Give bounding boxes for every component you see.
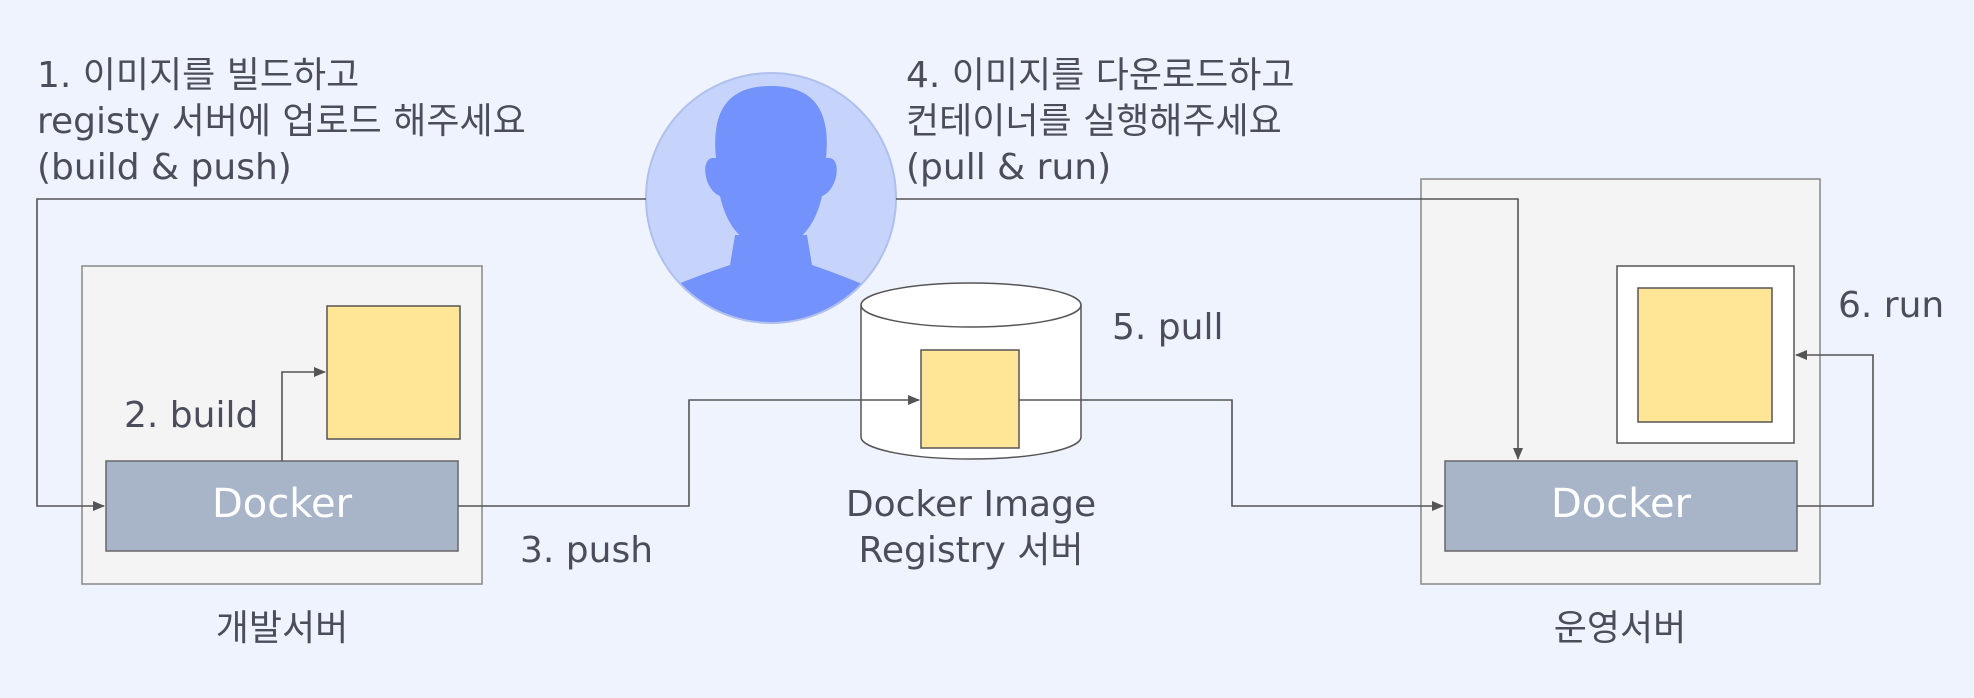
connector-build [281, 367, 326, 461]
registry-cylinder-top [860, 282, 1082, 328]
registry-caption: Docker Image Registry 서버 [845, 484, 1097, 572]
connector-pull [1019, 399, 1444, 511]
instruction-step-4: 4. 이미지를 다운로드하고 컨테이너를 실행해주세요 (pull & run) [906, 55, 1295, 189]
step-pull-label: 5. pull [1112, 307, 1224, 348]
user-avatar-icon [645, 72, 897, 324]
step-run-label: 6. run [1838, 285, 1945, 326]
connector-user-to-dev [36, 198, 646, 511]
connector-push [458, 395, 920, 507]
prod-image-square [1637, 287, 1773, 423]
registry-image-square [920, 349, 1020, 449]
prod-server-caption: 운영서버 [1553, 608, 1687, 649]
dev-server-caption: 개발서버 [215, 608, 349, 649]
dev-docker-label: Docker [211, 481, 353, 527]
step-push-label: 3. push [520, 530, 654, 571]
prod-docker-label: Docker [1550, 481, 1692, 527]
connector-user-to-prod [896, 198, 1523, 460]
instruction-step-1: 1. 이미지를 빌드하고 registy 서버에 업로드 해주세요 (build… [37, 55, 526, 189]
dev-image-square [326, 305, 461, 440]
step-build-label: 2. build [124, 395, 259, 436]
connector-run [1795, 350, 1874, 507]
prod-docker-box [1444, 460, 1798, 552]
